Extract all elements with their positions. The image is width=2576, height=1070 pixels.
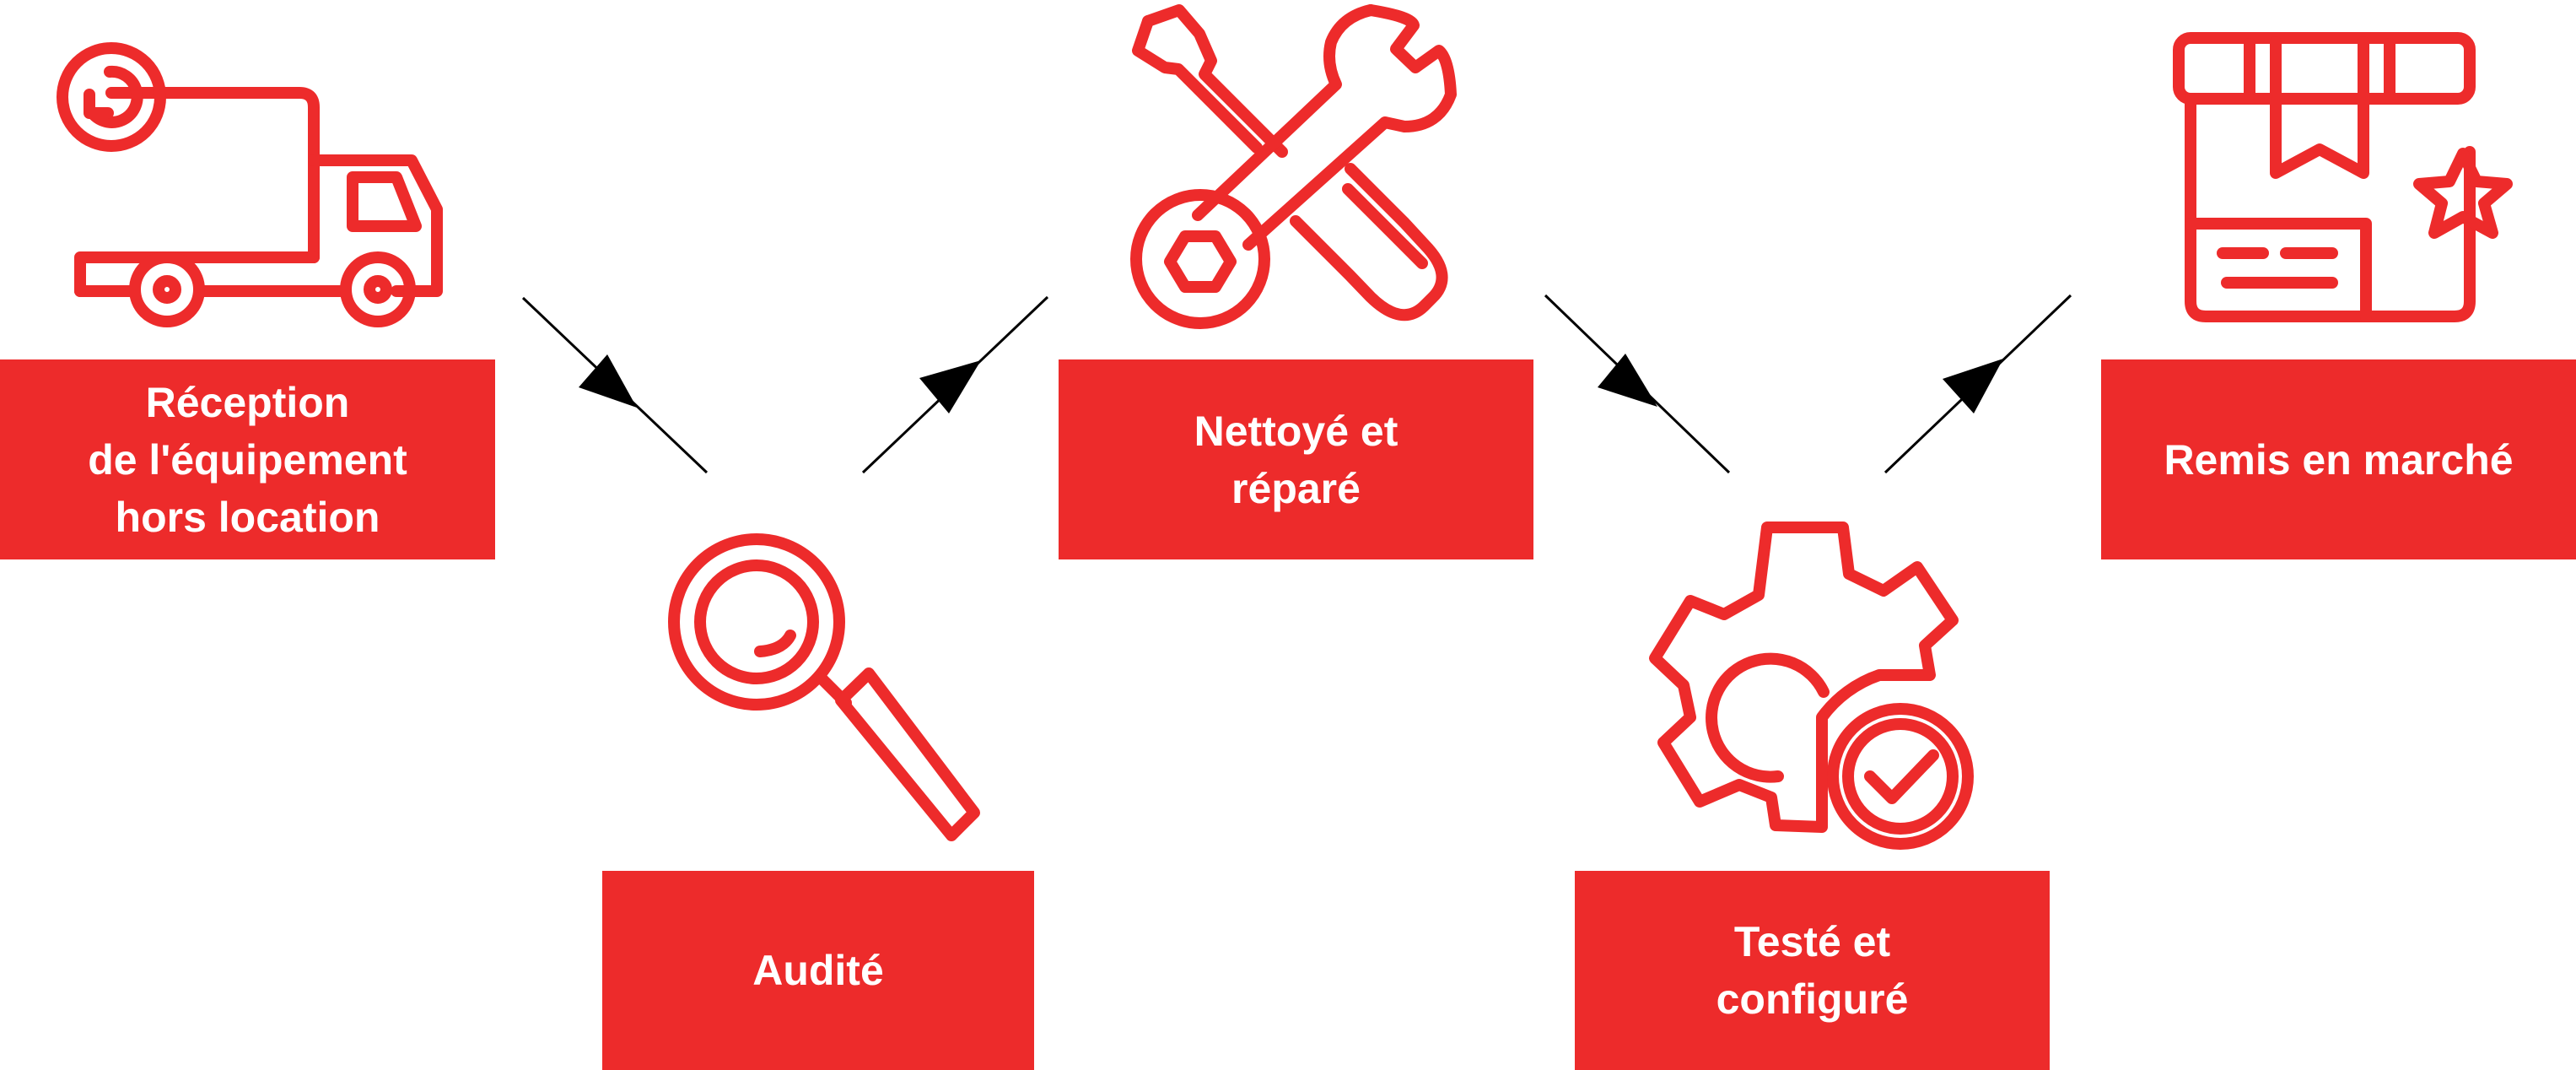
arrowhead-repair-test [1598,354,1657,407]
step-label-line: réparé [1231,464,1361,512]
arrowhead-audit-repair [919,360,981,413]
step-label-line: de l'équipement [88,435,407,484]
step-label-line: Audité [752,947,884,994]
step-label-line: Nettoyé et [1194,407,1398,455]
magnifying-glass-icon [668,533,980,841]
starred-package-icon [2173,32,2513,322]
step-box-audit: Audité [602,871,1034,1070]
step-label-line: Réception [145,378,350,426]
step-label-line: Remis en marché [2164,435,2514,484]
step-label-audit: Audité [752,942,884,999]
arrowhead-reception-audit [579,354,637,408]
step-box-reception: Réception de l'équipement hors location [0,359,495,559]
step-label-test: Testé et configuré [1716,913,1909,1028]
gear-checkmark-icon [1649,521,1974,850]
step-label-line: Testé et [1733,918,1891,965]
step-label-reception: Réception de l'équipement hors location [88,374,407,546]
wrench-screwdriver-icon [1130,4,1457,329]
arrowhead-test-market [1943,359,2003,413]
step-box-repair: Nettoyé et réparé [1059,359,1533,559]
step-label-repair: Nettoyé et réparé [1194,403,1398,517]
delivery-truck-icon [57,42,443,327]
step-label-line: configuré [1716,975,1909,1023]
step-label-market: Remis en marché [2164,431,2513,489]
step-box-market: Remis en marché [2101,359,2576,559]
step-label-line: hors location [115,493,380,541]
step-box-test: Testé et configuré [1575,871,2050,1070]
